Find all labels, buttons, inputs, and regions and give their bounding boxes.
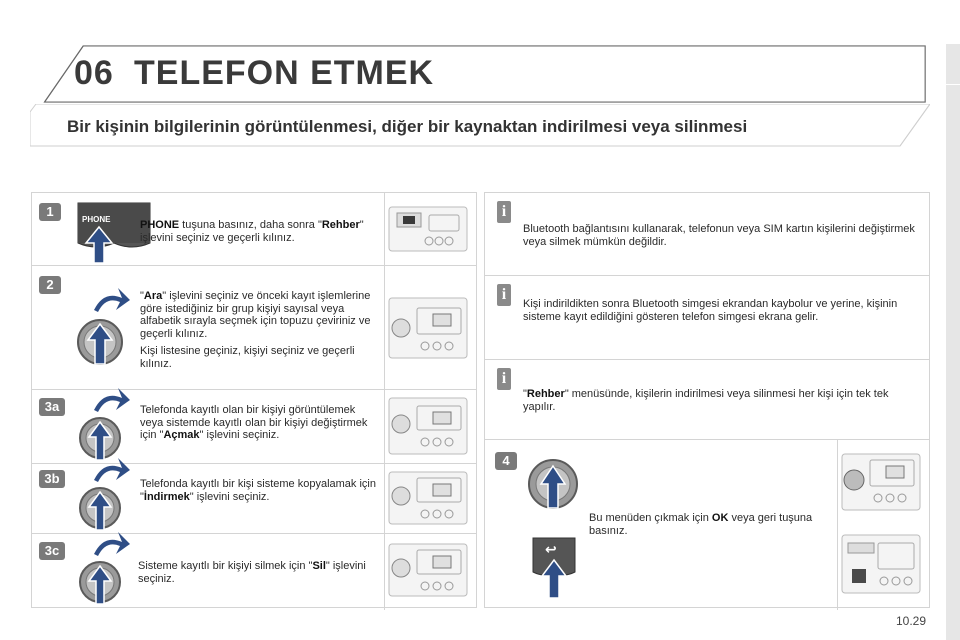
note-row-1: i Bluetooth bağlantısını kullanarak, tel… xyxy=(485,193,929,275)
step-row-3a: 3a Telefonda kayıtlı olan bir kişiyi gör… xyxy=(32,388,476,464)
radio-display-image xyxy=(384,193,470,265)
step-2-text: "Ara" işlevini seçiniz ve önceki kayıt i… xyxy=(140,290,371,370)
back-symbol: ↩ xyxy=(545,542,557,558)
step-badge: 3a xyxy=(39,398,65,416)
step-row-1: 1 PHONE PHONE tuşuna basınız, daha sonra… xyxy=(32,193,476,265)
radio-display-image xyxy=(837,440,923,525)
ok-knob-icon xyxy=(528,459,578,509)
radio-display-image xyxy=(384,390,470,464)
step-row-2: 2 "Ara" işlevini seçiniz ve önceki kayıt… xyxy=(32,265,476,390)
rotary-knob-icon xyxy=(77,288,130,365)
step-row-3c: 3c Sisteme kayıtlı bir kişiyi silmek içi… xyxy=(32,532,476,610)
steps-panel: 1 PHONE PHONE tuşuna basınız, daha sonra… xyxy=(31,192,477,610)
note-2-text: Kişi indirildikten sonra Bluetooth simge… xyxy=(523,298,898,323)
phone-button-label: PHONE xyxy=(82,215,111,224)
step-row-4: 4 ↩ Bu menüden çıkmak için OK veya geri … xyxy=(485,439,929,610)
step-3a-text: Telefonda kayıtlı olan bir kişiyi görünt… xyxy=(140,404,368,441)
radio-display-image xyxy=(384,266,470,390)
note-row-2: i Kişi indirildikten sonra Bluetooth sim… xyxy=(485,275,929,359)
page-number: 10.29 xyxy=(896,614,927,628)
step-badge: 2 xyxy=(39,276,61,294)
info-icon: i xyxy=(497,201,511,223)
step-badge: 4 xyxy=(495,452,517,470)
section-title: Bir kişinin bilgilerinin görüntülenmesi,… xyxy=(67,117,748,136)
radio-display-image xyxy=(384,534,470,610)
note-1-text: Bluetooth bağlantısını kullanarak, telef… xyxy=(523,223,915,248)
rotary-knob-icon xyxy=(79,458,130,531)
info-icon: i xyxy=(497,284,511,306)
note-3-text: "Rehber" menüsünde, kişilerin indirilmes… xyxy=(523,388,889,413)
step-badge: 3b xyxy=(39,470,65,488)
rotary-knob-icon xyxy=(79,532,130,605)
radio-display-image xyxy=(837,525,923,610)
step-badge: 3c xyxy=(39,542,65,560)
back-button-icon xyxy=(532,537,576,599)
step-row-3b: 3b Telefonda kayıtlı bir kişi sisteme ko… xyxy=(32,458,476,534)
step-4-text: Bu menüden çıkmak için OK veya geri tuşu… xyxy=(589,512,813,537)
section-banner xyxy=(30,104,930,147)
note-row-3: i "Rehber" menüsünde, kişilerin indirilm… xyxy=(485,359,929,439)
info-icon: i xyxy=(497,368,511,390)
step-1-text: PHONE tuşuna basınız, daha sonra "Rehber… xyxy=(140,219,364,244)
rotary-knob-icon xyxy=(79,388,130,461)
side-tab-divider xyxy=(946,84,960,85)
step-3c-text: Sisteme kayıtlı bir kişiyi silmek için "… xyxy=(138,560,366,585)
press-arrow-icon xyxy=(84,225,114,264)
radio-display-image xyxy=(384,464,470,534)
header-bar xyxy=(43,45,926,103)
side-tab xyxy=(946,44,960,640)
phone-button-icon xyxy=(77,202,151,248)
chapter-title: TELEFON ETMEK xyxy=(134,54,435,92)
notes-panel: i Bluetooth bağlantısını kullanarak, tel… xyxy=(484,192,930,610)
step-3b-text: Telefonda kayıtlı bir kişi sisteme kopya… xyxy=(140,478,376,503)
chapter-number: 06 xyxy=(74,54,114,92)
step-badge: 1 xyxy=(39,203,61,221)
